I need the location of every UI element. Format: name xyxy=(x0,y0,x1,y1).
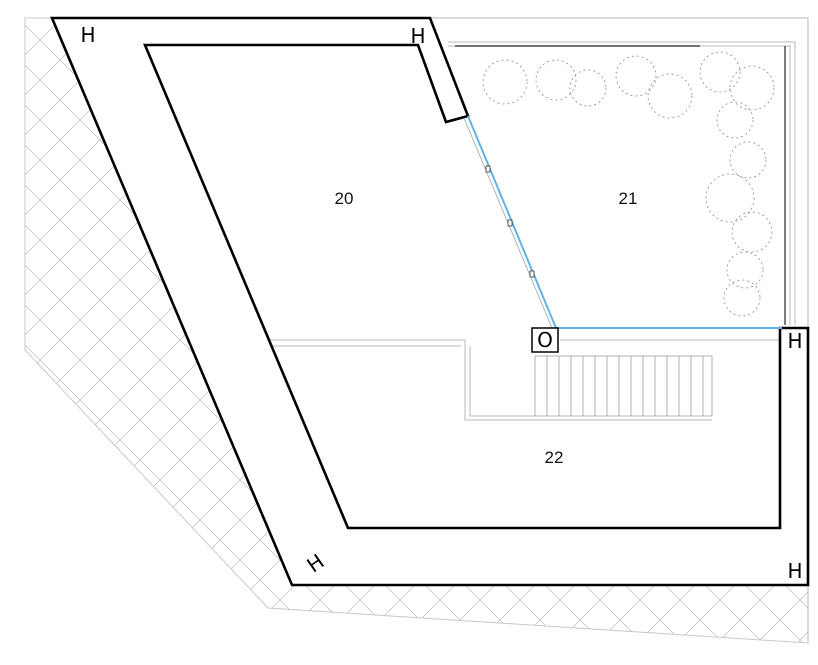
tree-icon xyxy=(731,211,773,253)
round-column-glyph: O xyxy=(537,328,553,352)
tree-icon xyxy=(647,73,693,119)
h-column-icon: H xyxy=(787,329,802,353)
tree-icon xyxy=(729,65,775,111)
tree-icon xyxy=(716,101,754,139)
room-label-21: 21 xyxy=(619,189,638,208)
stair-edge xyxy=(535,355,713,416)
glazing xyxy=(463,115,782,329)
tree-icon xyxy=(569,69,607,107)
stair-icon xyxy=(534,355,713,416)
room-label-20: 20 xyxy=(335,189,354,208)
tree-icon xyxy=(482,59,528,105)
h-column-icon: H xyxy=(410,24,425,48)
tree-icon xyxy=(726,251,764,289)
tree-icon xyxy=(723,279,761,317)
h-column-icon: H xyxy=(302,549,328,577)
tree-icon xyxy=(535,59,577,101)
ground-hatch xyxy=(24,17,809,644)
h-column-icon: H xyxy=(787,559,802,583)
room-label-22: 22 xyxy=(545,448,564,467)
garden-trees xyxy=(482,51,775,317)
tree-icon xyxy=(705,173,755,223)
tree-icon xyxy=(615,55,657,97)
round-column-icon: O xyxy=(531,327,559,353)
tree-icon xyxy=(729,141,767,179)
terrace-edges xyxy=(448,41,796,325)
interior-lines xyxy=(270,339,780,421)
h-column-icon: H xyxy=(80,23,95,47)
tree-icon xyxy=(699,51,741,93)
